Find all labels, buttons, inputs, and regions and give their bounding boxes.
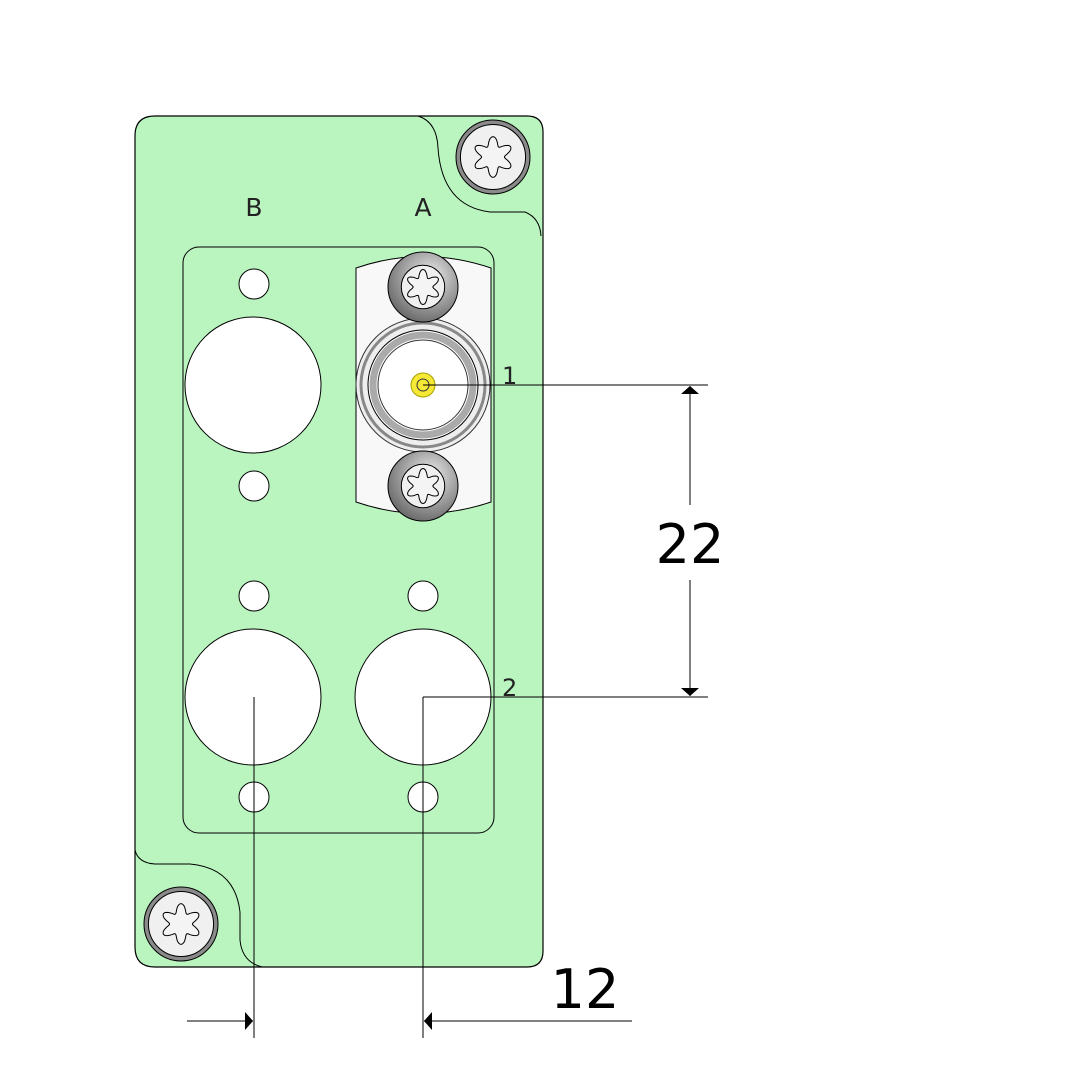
hole-b2 <box>184 628 322 766</box>
dimension-22-value: 22 <box>656 513 725 576</box>
hole-b1 <box>184 316 322 454</box>
label-b: B <box>245 193 262 222</box>
torx-recess-icon <box>474 136 512 178</box>
screw-bottom-left <box>143 886 219 962</box>
callout-2: 2 <box>502 674 517 702</box>
dimension-12-value: 12 <box>551 958 620 1021</box>
plate-step-bottom <box>134 849 263 968</box>
torx-recess-icon <box>407 268 439 306</box>
connector-screw-top <box>387 251 459 323</box>
torx-recess-icon <box>162 903 200 945</box>
label-a: A <box>414 193 431 222</box>
dimension-vertical <box>423 384 708 698</box>
torx-recess-icon <box>407 467 439 505</box>
callout-1: 1 <box>502 362 517 390</box>
connector-screw-bottom <box>387 450 459 522</box>
dimension-horizontal <box>187 697 632 1038</box>
plate-step-top <box>417 115 542 237</box>
screw-top-right <box>455 119 531 195</box>
